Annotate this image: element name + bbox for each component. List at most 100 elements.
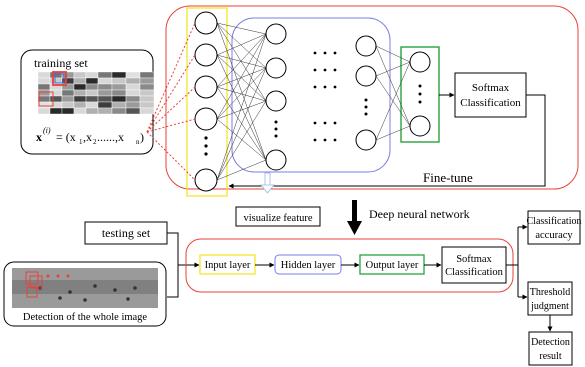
training-set-label: training set	[34, 56, 88, 70]
detection-defect	[68, 290, 72, 294]
detection-window	[25, 271, 39, 285]
testing-set-label: testing set	[102, 226, 151, 240]
training-patch	[111, 101, 127, 109]
training-patch	[97, 77, 113, 85]
training-patch	[37, 101, 51, 109]
softmax-box-bottom	[441, 246, 507, 284]
detection-defect	[58, 296, 62, 300]
formula-x-bold: x	[36, 130, 42, 144]
connection-line	[216, 86, 267, 102]
connection-line	[216, 33, 267, 88]
softmax-bottom-line2: Classification	[445, 267, 503, 278]
training-patch	[97, 71, 113, 79]
middle-dot	[333, 121, 337, 125]
training-patch	[85, 89, 99, 97]
connection-line	[216, 159, 267, 181]
formula-end: )	[140, 130, 144, 144]
training-images-mosaic	[37, 71, 155, 115]
connection-line	[216, 22, 267, 161]
connection-line	[216, 54, 267, 69]
training-patch	[85, 71, 99, 79]
training-patch	[111, 107, 127, 115]
training-patch	[125, 71, 141, 79]
training-patch	[111, 83, 127, 91]
training-patch	[61, 89, 75, 97]
network-connections	[216, 22, 411, 181]
threshold-judgment-line1: Threshold	[530, 287, 571, 298]
hidden1-ellipsis	[274, 120, 278, 138]
training-patch	[139, 95, 155, 103]
training-highlight-red	[52, 71, 67, 86]
connection-line	[216, 100, 267, 120]
training-patch	[49, 95, 63, 103]
detection-scan-dot	[66, 274, 70, 278]
testing-connector	[167, 232, 179, 298]
training-patch	[49, 89, 63, 97]
visualize-down-arrow	[259, 172, 276, 194]
training-patch	[111, 77, 127, 85]
training-patch	[49, 71, 63, 79]
middle-dot	[313, 138, 317, 142]
connection-line	[216, 22, 267, 35]
connection-line	[216, 22, 267, 69]
training-patch	[37, 107, 51, 115]
connection-line	[375, 45, 411, 63]
detection-result-box	[528, 331, 573, 366]
middle-dots	[313, 51, 337, 142]
formula-sup: (i)	[43, 126, 51, 135]
middle-dot	[323, 138, 327, 142]
neuron	[265, 149, 287, 171]
middle-dot	[323, 85, 327, 89]
training-patch	[73, 101, 87, 109]
training-formula: x (i) = (x 1 ,x 2 ......,x n )	[36, 126, 144, 146]
training-patch	[97, 89, 113, 97]
formula-dots: ......,x	[97, 130, 124, 144]
training-patch	[125, 83, 141, 91]
training-patch	[73, 107, 87, 115]
training-patch	[49, 101, 63, 109]
training-patch	[125, 101, 141, 109]
training-patch	[111, 89, 127, 97]
detection-image-label: Detection of the whole image	[23, 312, 148, 323]
middle-dot	[313, 121, 317, 125]
input-layer-label: Input layer	[205, 260, 251, 271]
training-patch	[37, 71, 51, 79]
middle-dot	[313, 85, 317, 89]
training-highlight-red-2	[38, 91, 54, 107]
middle-dot	[333, 85, 337, 89]
training-patch	[111, 71, 127, 79]
training-patch	[139, 89, 155, 97]
middle-dot	[333, 68, 337, 72]
training-patch	[37, 77, 51, 85]
softmax-bottom-line1: Softmax	[456, 254, 492, 265]
formula-sub1: 1	[79, 138, 83, 146]
middle-dot	[323, 121, 327, 125]
output-ellipsis	[418, 84, 422, 104]
neuron	[194, 168, 218, 192]
neuron	[355, 35, 377, 57]
connection-line	[216, 100, 267, 181]
training-patch	[37, 89, 51, 97]
output-neurons	[409, 51, 431, 137]
training-patch	[139, 83, 155, 91]
neuron	[194, 43, 218, 67]
hidden2-neurons	[355, 35, 377, 151]
training-patch	[125, 95, 141, 103]
training-patch	[37, 83, 51, 91]
neuron	[194, 75, 218, 99]
neuron	[355, 129, 377, 151]
training-patch	[97, 95, 113, 103]
connection-line	[216, 54, 267, 102]
training-patch	[111, 95, 127, 103]
training-patch	[85, 95, 99, 103]
finetune-feedback-line	[228, 94, 546, 189]
training-patch	[85, 107, 99, 115]
connection-line	[216, 67, 267, 120]
training-patch	[73, 71, 87, 79]
neuron	[265, 57, 287, 79]
training-patch	[61, 95, 75, 103]
connection-line	[216, 67, 267, 88]
network-outer-frame	[165, 5, 579, 190]
training-highlight-blue	[54, 73, 65, 84]
